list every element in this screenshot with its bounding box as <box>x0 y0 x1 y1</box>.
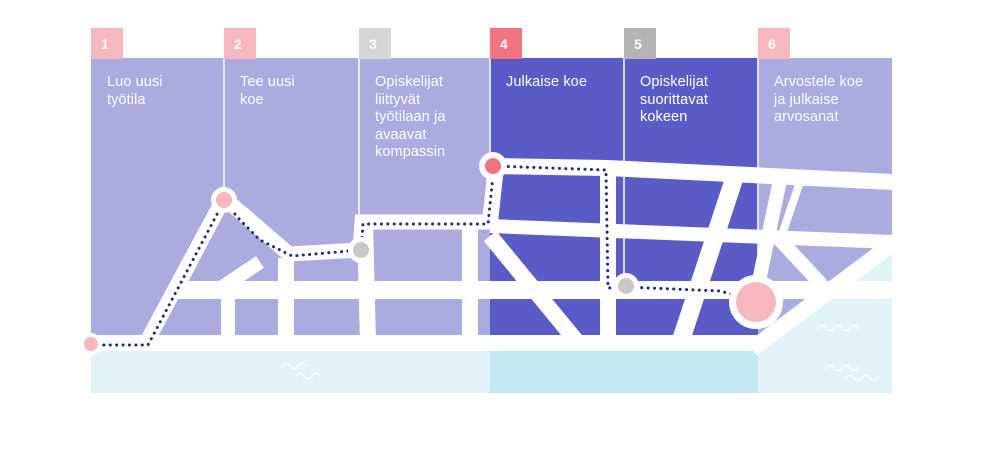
step-label-6: Arvostele koe ja julkaise arvosanat <box>774 74 864 125</box>
road-mid-horizontal <box>489 219 893 249</box>
badge-step-4 <box>490 28 522 59</box>
step-label-4: Julkaise koe <box>506 74 587 90</box>
badge-number-5: 5 <box>634 36 642 52</box>
wave-icon <box>825 364 859 372</box>
wave-icon <box>845 374 879 382</box>
badge-number-1: 1 <box>101 36 109 52</box>
badge-step-1 <box>91 28 123 59</box>
route-node-icon <box>216 192 232 208</box>
road-diag-6 <box>776 180 804 242</box>
road-diag-3 <box>483 230 585 349</box>
road-diag-4 <box>671 173 744 346</box>
step-label-3: Opiskelijat liittyvät työtilaan ja avaav… <box>375 74 446 160</box>
waves <box>281 324 879 382</box>
step-label-1: Luo uusi työtila <box>107 74 163 108</box>
badge-step-2 <box>224 28 256 59</box>
badge-step-5 <box>624 28 656 59</box>
wave-icon <box>817 324 859 332</box>
wave-icon <box>295 372 321 380</box>
water-strip-highlight <box>490 345 758 393</box>
route-node-icon <box>485 158 501 174</box>
road-diag-2 <box>214 256 264 296</box>
route-nodes <box>80 152 783 355</box>
badge-step-3 <box>359 28 391 59</box>
badge-number-2: 2 <box>234 36 242 52</box>
road-top <box>482 157 893 223</box>
route-node-icon <box>736 282 776 322</box>
step-badges: 1 2 3 4 5 6 <box>91 28 790 59</box>
route-path <box>89 164 758 347</box>
route-node-icon <box>84 337 98 351</box>
route-node-icon <box>353 242 369 258</box>
wave-icon <box>281 362 307 370</box>
road-diag-7 <box>774 235 828 290</box>
step-label-5: Opiskelijat suorittavat kokeen <box>640 74 708 125</box>
step-label-2: Tee uusi koe <box>240 74 295 108</box>
badge-number-4: 4 <box>500 36 508 52</box>
route-node-icon <box>618 278 634 294</box>
badge-step-6 <box>758 28 790 59</box>
badge-number-6: 6 <box>768 36 776 52</box>
road-network <box>91 157 897 356</box>
road-upper-left <box>91 186 490 351</box>
badge-number-3: 3 <box>369 36 377 52</box>
leader-lines <box>223 58 759 290</box>
